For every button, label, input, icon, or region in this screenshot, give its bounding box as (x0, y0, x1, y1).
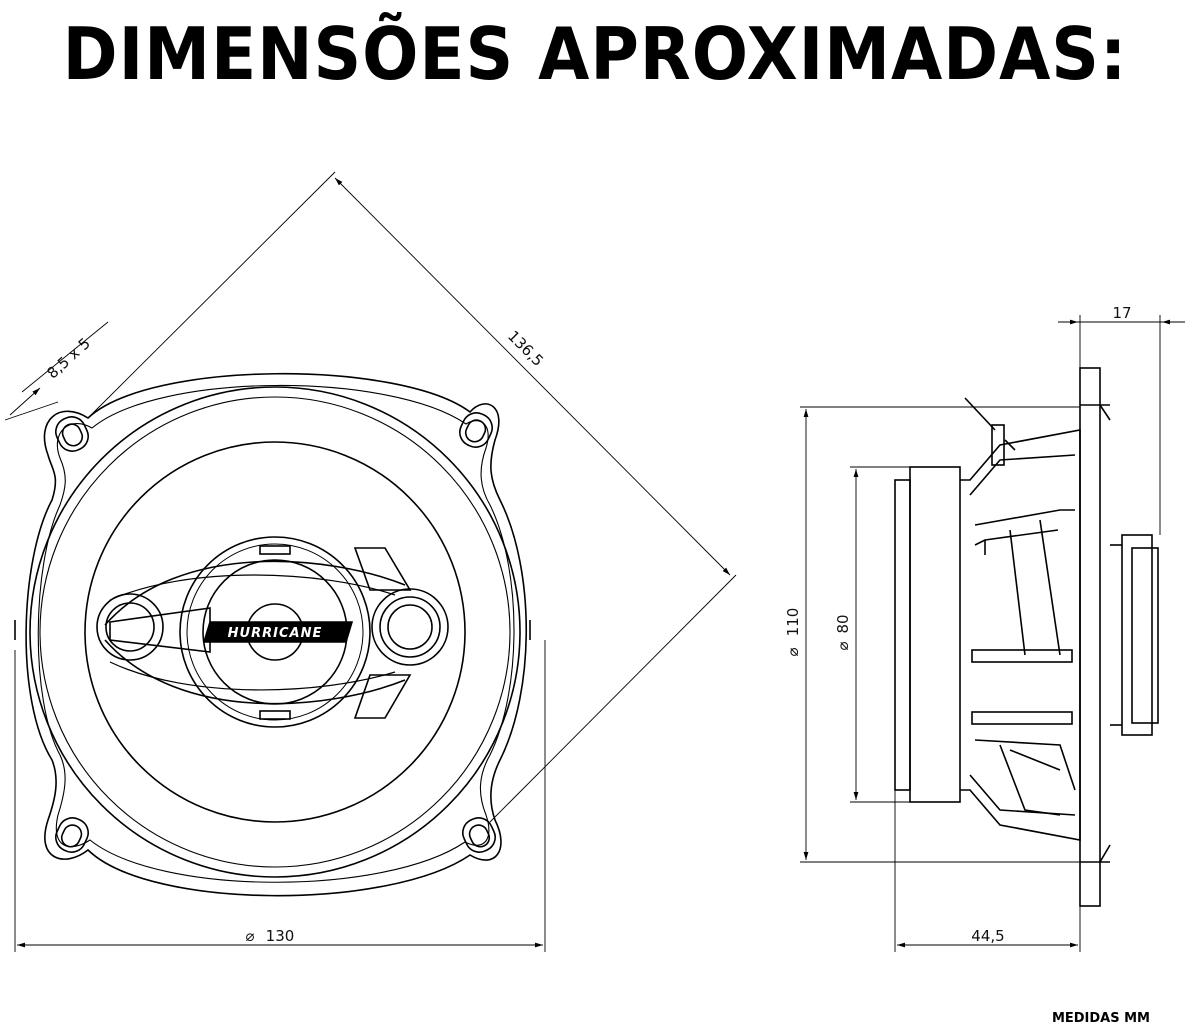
mount-hole-bottom-right (462, 817, 496, 853)
magnet (909, 466, 961, 803)
left-tweeter (96, 593, 164, 661)
dust-cap-ring (179, 536, 371, 728)
side-view (894, 367, 1159, 907)
mount-hole-top-left (55, 416, 89, 452)
outer-surround (29, 386, 521, 878)
units-note: MEDIDAS MM (1051, 1011, 1150, 1026)
dim-diagonal: 136,5 (504, 327, 547, 370)
front-dimensions (4, 171, 737, 952)
dim-mount-hole: 8,5 x 5 (43, 334, 94, 382)
dim-mount-depth: 17 (1112, 304, 1131, 322)
side-flange (1079, 367, 1101, 907)
page-title: DIMENSÕES APROXIMADAS: (62, 12, 1128, 96)
dim-diameter-symbol-130: ⌀ (245, 927, 254, 945)
dim-diameter-symbol-80: ⌀ (834, 641, 852, 650)
mount-hole-bottom-left (55, 817, 89, 853)
dim-total-depth: 44,5 (971, 927, 1004, 945)
dim-diameter-symbol-110: ⌀ (784, 647, 802, 656)
dim-magnet-diameter: 80 (834, 614, 852, 633)
surround-inner (39, 396, 511, 868)
front-view (14, 372, 531, 897)
side-dimensions (800, 315, 1185, 952)
dim-outer-diameter: 130 (266, 927, 295, 945)
cone-edge (84, 441, 466, 823)
dim-cone-diameter: 110 (784, 608, 802, 637)
basket (960, 429, 1081, 841)
right-tweeter (371, 588, 449, 666)
brand-logo: HURRICANE (228, 626, 323, 641)
mount-hole-top-right (459, 412, 493, 448)
